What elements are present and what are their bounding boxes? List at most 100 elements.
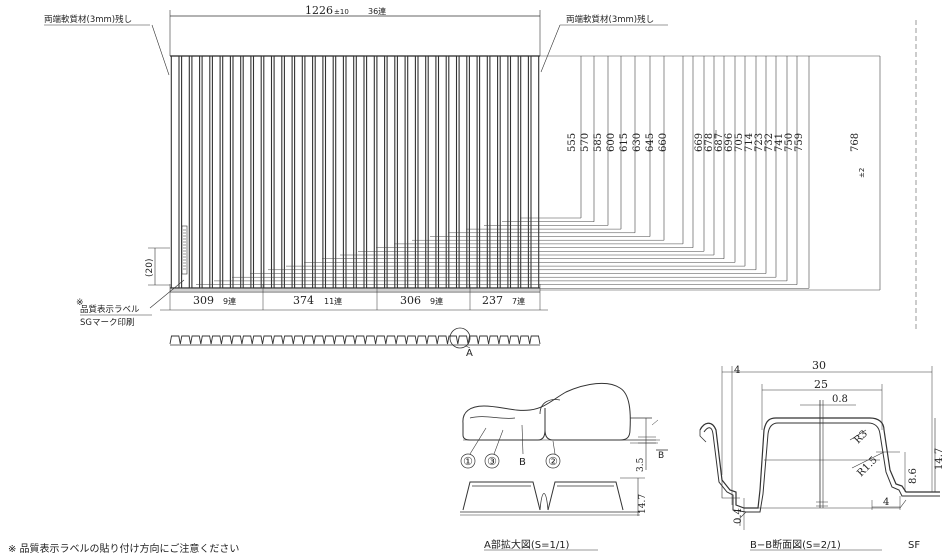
slat	[489, 55, 499, 289]
height-label: 615	[619, 133, 630, 152]
total-width: 1226	[305, 4, 333, 17]
bb-dim-8-6: 8.6	[908, 468, 919, 484]
slat	[427, 55, 437, 289]
segment-4-width: 237	[482, 294, 503, 307]
callout-b: B	[519, 457, 526, 468]
footer-label-direction-note: ※ 品質表示ラベルの貼り付け方向にご注意ください	[8, 542, 239, 555]
height-label: 723	[754, 133, 765, 152]
segment-1-width: 309	[193, 294, 214, 307]
slat	[170, 55, 180, 289]
height-label: 585	[593, 133, 604, 152]
height-last-tolerance: ±2	[858, 168, 866, 178]
detail-a-circle	[449, 327, 471, 349]
slat	[252, 55, 262, 289]
height-label: 630	[632, 133, 643, 152]
height-label: 678	[704, 133, 715, 152]
slat	[499, 55, 509, 289]
slat	[345, 55, 355, 289]
detail-a-b-mark: B	[658, 451, 664, 461]
slat	[294, 55, 303, 289]
left-soft-material-note: 両端軟質材(3mm)残し	[44, 14, 132, 25]
profile-strip	[169, 335, 541, 346]
callout-1: ①	[463, 455, 473, 468]
slat	[211, 55, 221, 289]
detail-a-view: 3.5 B ① ③ B ② 14.7 A部拡大図(S=1/1)	[460, 382, 668, 551]
detail-a-dim-3-5: 3.5	[636, 457, 646, 472]
bb-dim-4: 4	[734, 365, 740, 376]
segment-4-count: 7連	[512, 296, 525, 306]
slat	[366, 55, 375, 289]
segment-3-width: 306	[400, 294, 421, 307]
section-bb-title: B−B断面図(S=2/1)	[750, 538, 841, 551]
slat	[191, 55, 201, 289]
height-label: 645	[645, 133, 656, 152]
detail-a-dim-14-7: 14.7	[638, 494, 648, 514]
segment-1-count: 9連	[223, 296, 236, 306]
height-label: 687	[714, 133, 725, 152]
slat	[201, 55, 211, 289]
bb-dim-4-bottom: 4	[883, 497, 889, 508]
slat	[520, 55, 529, 289]
detail-a-marker: A	[466, 348, 473, 359]
sg-mark-note: SGマーク印刷	[80, 317, 134, 328]
height-label: 705	[734, 133, 745, 152]
bb-radius-r1-5: R1.5	[855, 455, 879, 479]
height-dimension-lines	[170, 55, 881, 291]
slat	[283, 55, 293, 289]
height-label: 669	[694, 133, 705, 152]
slat	[386, 55, 396, 289]
height-label: 570	[580, 133, 591, 152]
segment-2-width: 374	[293, 294, 314, 307]
bb-dim-14-7: 14.7	[934, 448, 944, 470]
slat	[448, 55, 458, 289]
sf-mark: SF	[908, 540, 920, 551]
quality-label-hatching	[183, 229, 186, 270]
slat	[437, 55, 447, 289]
section-bb-view: 4 30 25 0.8 R3 R1.5 8.6 14.7 4 0.4 B−B断面…	[699, 359, 944, 551]
quality-label-marker	[181, 225, 188, 275]
height-label: 741	[774, 133, 785, 152]
height-label: 600	[606, 133, 617, 152]
slat	[242, 55, 252, 289]
slat	[479, 55, 488, 289]
segment-3-count: 9連	[430, 296, 443, 306]
height-label: 768	[850, 133, 861, 152]
slat	[324, 55, 334, 289]
bb-radius-r3: R3	[852, 429, 870, 447]
shutter-slat-panel	[170, 55, 540, 289]
bb-dim-30: 30	[812, 359, 826, 372]
bottom-dimensions: 309 9連 374 11連 306 9連 237 7連 (20) ※ 品質表示…	[76, 225, 548, 328]
slat	[335, 55, 344, 289]
total-tolerance: ±10	[334, 8, 349, 16]
height-label: 696	[724, 133, 735, 152]
bb-dim-0-8: 0.8	[832, 394, 848, 405]
right-soft-material-note: 両端軟質材(3mm)残し	[566, 14, 654, 25]
top-dimension: 1226 ±10 36連 両端軟質材(3mm)残し 両端軟質材(3mm)残し	[44, 4, 668, 76]
callout-2: ②	[548, 455, 558, 468]
slat	[304, 55, 314, 289]
bb-dim-25: 25	[814, 378, 828, 391]
slat	[355, 55, 365, 289]
slat	[263, 55, 273, 289]
slat	[314, 55, 324, 289]
slat	[530, 55, 540, 289]
height-label: 714	[744, 133, 755, 152]
slat	[458, 55, 468, 289]
total-count: 36連	[368, 6, 386, 16]
height-label: 732	[764, 133, 775, 152]
height-label: 750	[784, 133, 795, 152]
height-label: 660	[658, 133, 669, 152]
height-label: 759	[794, 133, 805, 152]
slat	[468, 55, 478, 289]
slat	[232, 55, 242, 289]
side-dimension-20: (20)	[145, 259, 155, 277]
slat	[396, 55, 406, 289]
slat	[417, 55, 427, 289]
bb-dim-0-4: 0.4	[733, 508, 744, 524]
slat	[222, 55, 231, 289]
slat	[509, 55, 519, 289]
label-note-mark: ※	[76, 298, 84, 308]
callout-3: ③	[487, 455, 497, 468]
